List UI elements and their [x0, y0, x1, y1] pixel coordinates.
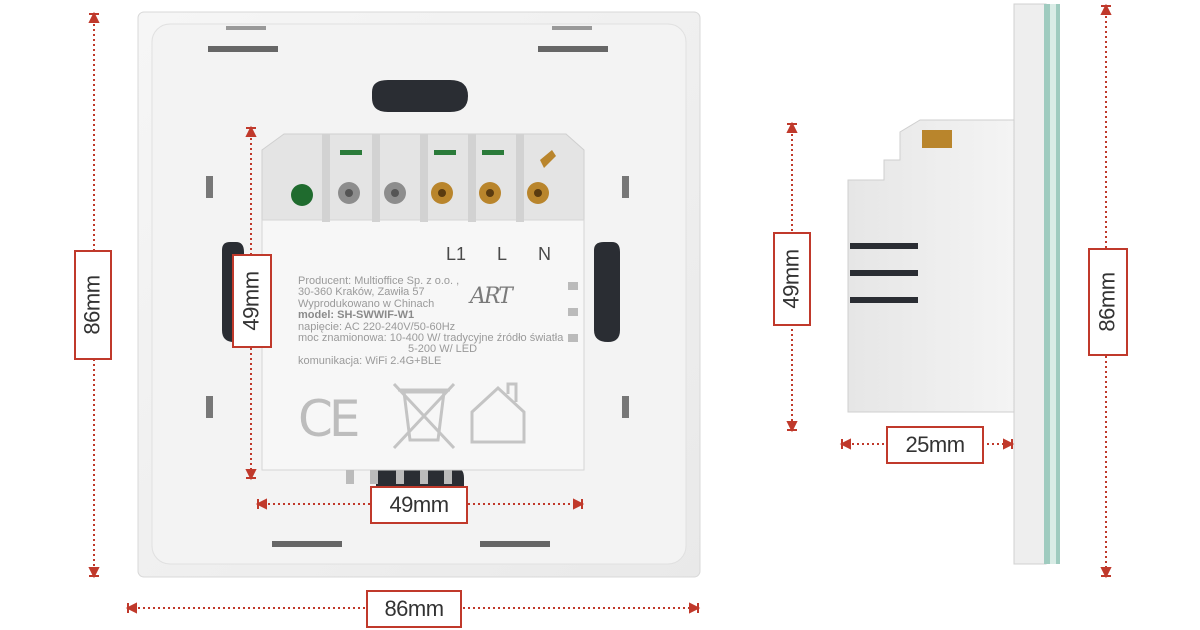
front-height-label: 86mm — [74, 250, 112, 360]
nameplate-line: napięcie: AC 220-240V/50-60Hz — [298, 320, 456, 333]
nameplate-line: Producent: Multioffice Sp. z o.o. , — [298, 275, 460, 287]
brand-logo: ART — [470, 284, 513, 309]
nameplate-line: moc znamionowa: 10-400 W/ tradycyjne źró… — [298, 332, 564, 345]
side-depth-label: 25mm — [886, 426, 984, 464]
switch-side-view — [847, 3, 1060, 565]
nameplate-text: Producent: Multioffice Sp. z o.o. , 30-3… — [298, 275, 598, 367]
nameplate-line: komunikacja: WiFi 2.4G+BLE — [298, 354, 442, 367]
terminal-label-n: N — [538, 244, 551, 264]
module-width-label: 49mm — [370, 486, 468, 524]
terminal-label-l: L — [497, 244, 508, 264]
side-height-label: 86mm — [1088, 248, 1128, 356]
weee-bin-icon — [392, 382, 456, 450]
front-width-label: 86mm — [366, 590, 462, 628]
nameplate-line: 30-360 Kraków, Zawiła 57 — [298, 286, 425, 299]
house-icon — [470, 382, 526, 444]
terminal-screws — [291, 150, 556, 206]
switch-module — [261, 133, 585, 484]
ce-mark: CE — [298, 390, 360, 448]
side-module-height-label: 49mm — [773, 232, 811, 326]
nameplate-line: 5-200 W/ LED — [408, 343, 478, 356]
terminal-label-l1: L1 — [446, 244, 467, 264]
nameplate-line: Wyprodukowano w Chinach — [298, 297, 435, 310]
nameplate-model: model: SH-SWWIF-W1 — [298, 309, 415, 322]
module-height-label: 49mm — [232, 254, 272, 348]
